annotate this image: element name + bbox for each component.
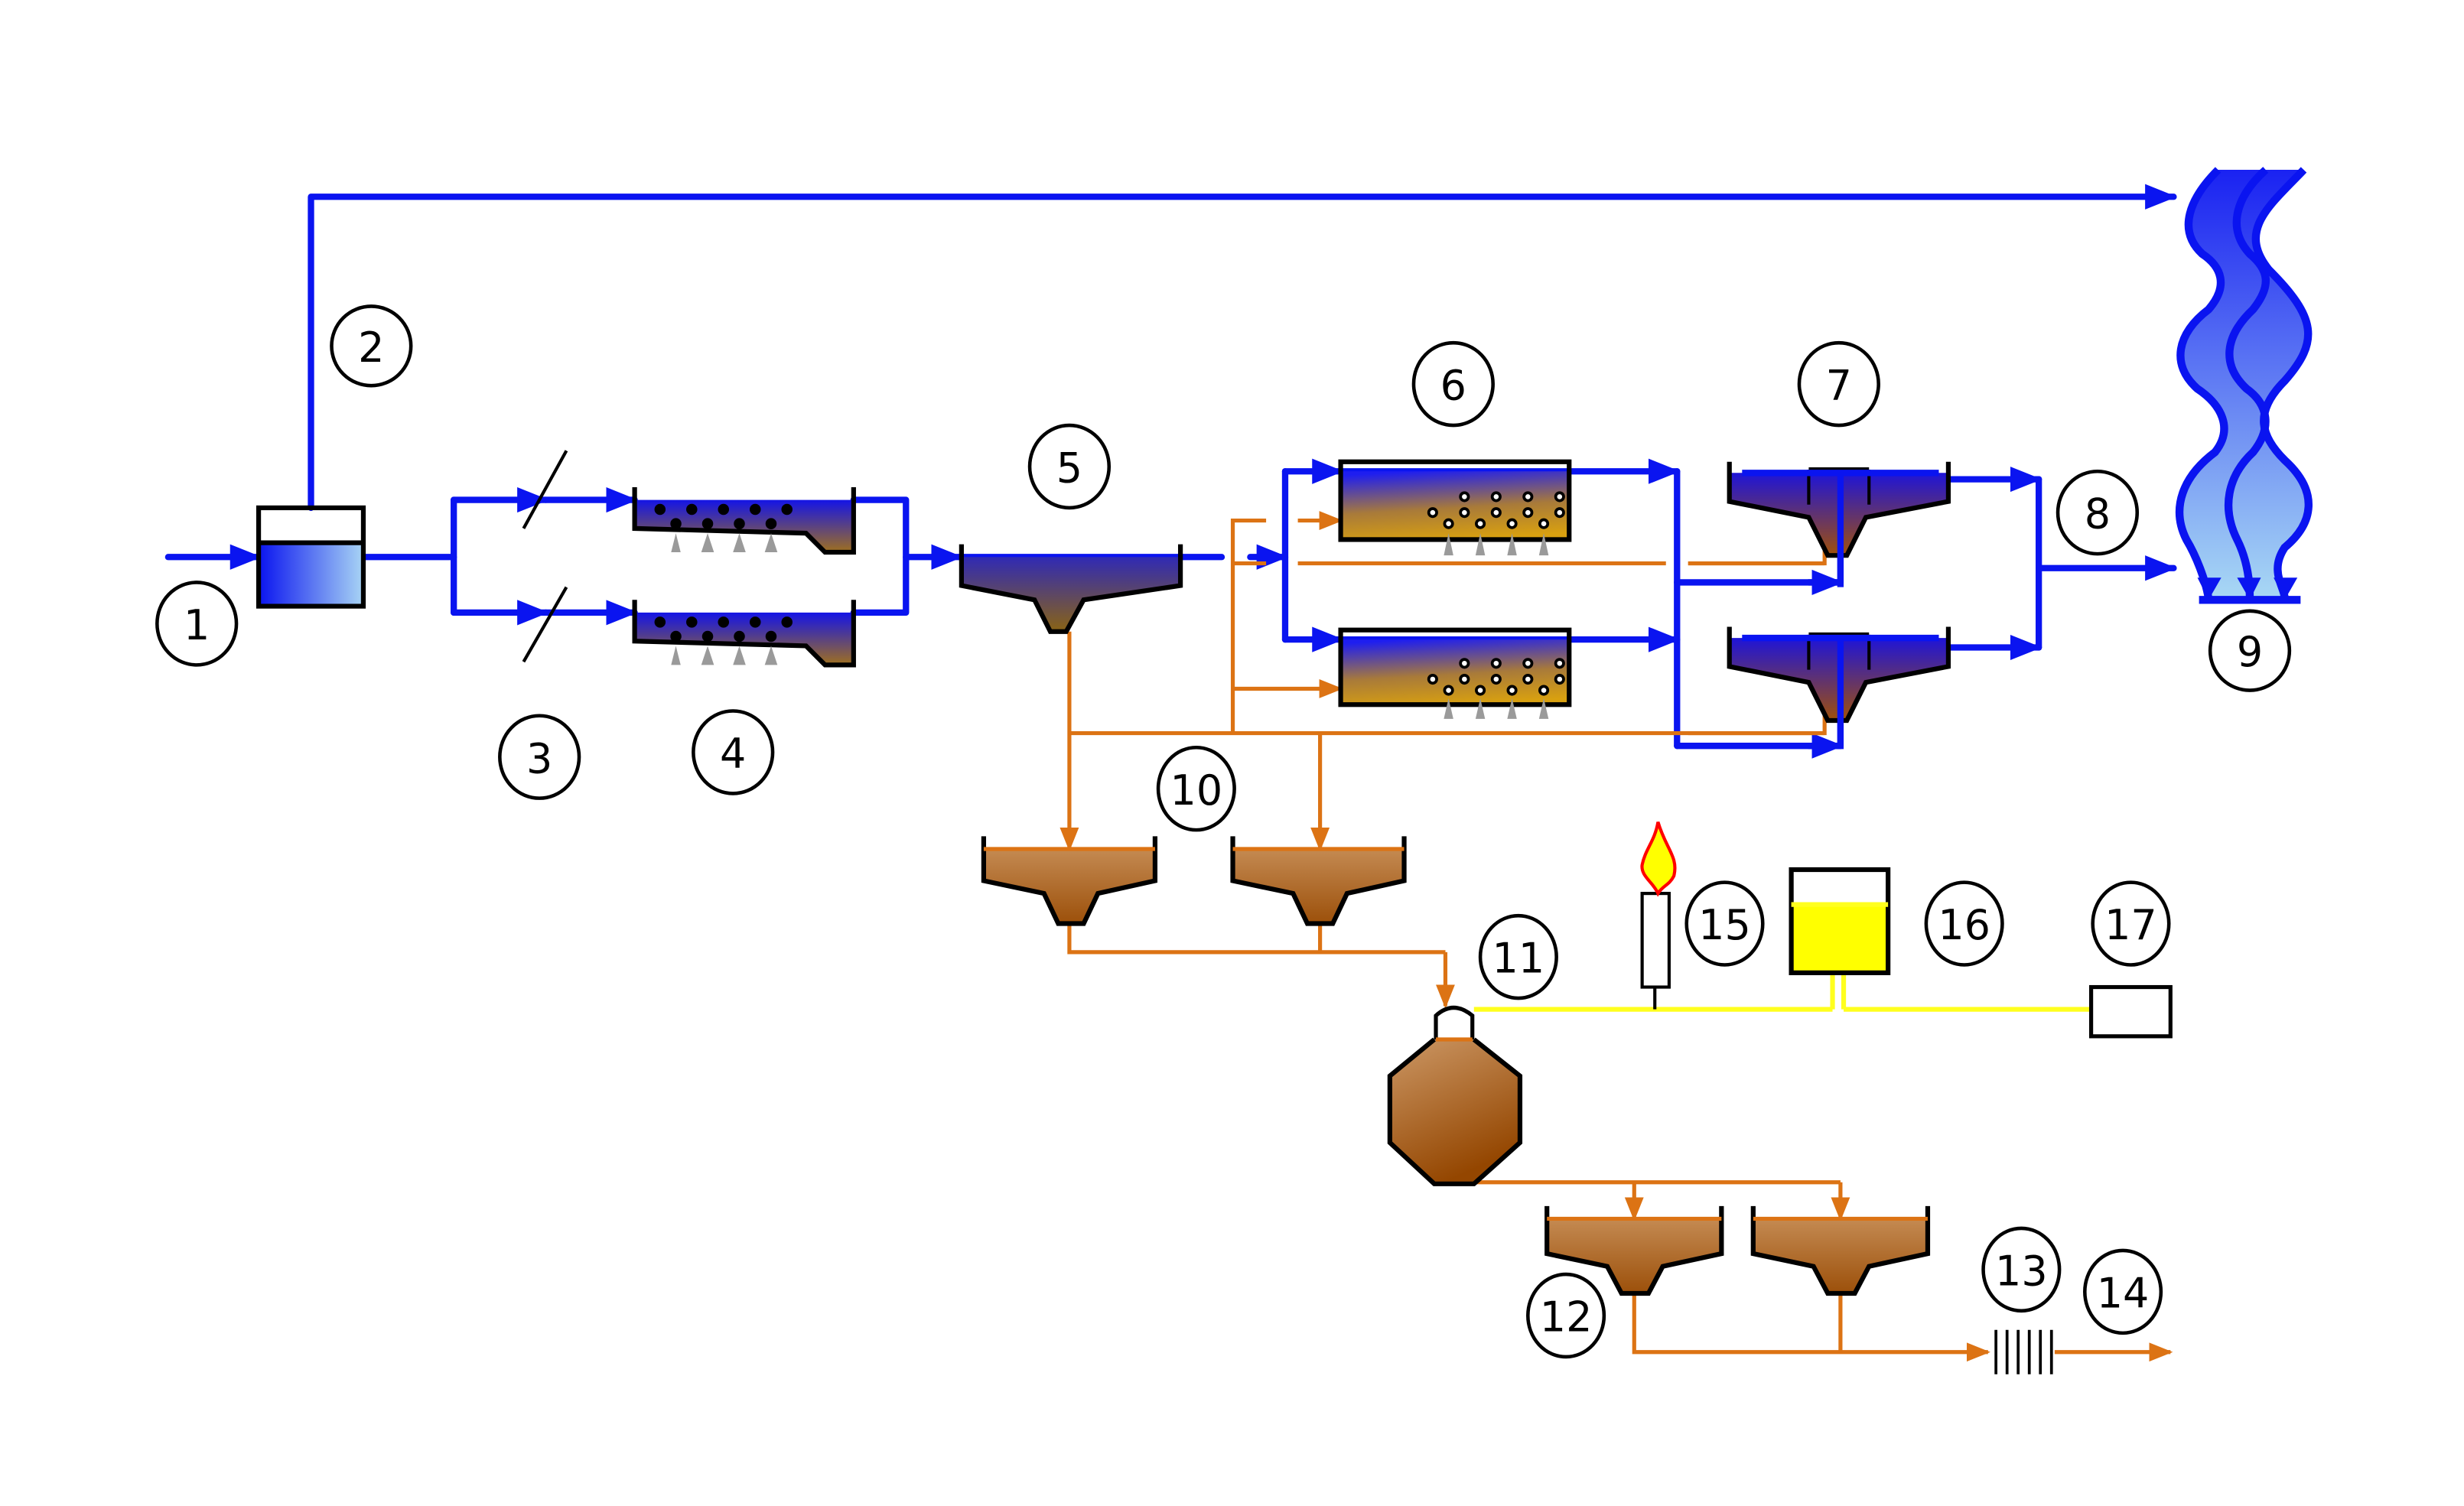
label-9: 9 xyxy=(2208,609,2292,692)
svg-text:3: 3 xyxy=(526,734,552,782)
ras-riser xyxy=(1230,518,1267,733)
svg-text:9: 9 xyxy=(2237,628,2263,676)
svg-text:4: 4 xyxy=(720,730,746,778)
anaerobic-digester xyxy=(1387,1005,1523,1186)
svg-text:16: 16 xyxy=(1938,901,1990,949)
svg-text:14: 14 xyxy=(2097,1269,2150,1317)
secondary-clarifier-bottom xyxy=(1727,626,1951,750)
digested-sludge-thickeners xyxy=(1544,1205,1931,1296)
post-thickener-left xyxy=(1544,1205,1724,1296)
svg-text:11: 11 xyxy=(1492,935,1545,983)
label-10: 10 xyxy=(1156,745,1236,832)
bypass-tank xyxy=(256,505,366,609)
label-12: 12 xyxy=(1526,1272,1606,1359)
label-1: 1 xyxy=(155,581,239,667)
aeration-tank-top xyxy=(1338,459,1572,556)
flame-icon xyxy=(1640,821,1677,897)
svg-text:17: 17 xyxy=(2104,901,2157,949)
label-11: 11 xyxy=(1478,913,1558,1000)
label-13: 13 xyxy=(1981,1226,2062,1313)
secondary-clarifiers xyxy=(1727,461,1951,750)
svg-text:1: 1 xyxy=(184,601,210,649)
label-4: 4 xyxy=(692,709,775,795)
label-6: 6 xyxy=(1411,340,1495,428)
label-3: 3 xyxy=(498,714,581,800)
svg-text:6: 6 xyxy=(1440,362,1466,410)
thickener-left xyxy=(981,836,1158,926)
svg-text:10: 10 xyxy=(1170,766,1223,815)
label-5: 5 xyxy=(1027,423,1112,510)
bar-screens xyxy=(522,450,568,663)
bypass-pipe xyxy=(308,184,2177,512)
thickener-right xyxy=(1230,836,1407,926)
label-16: 16 xyxy=(1924,880,2004,967)
label-2: 2 xyxy=(330,304,413,388)
dewatering-feed xyxy=(1632,1293,1990,1362)
unit-labels: 1 2 3 4 5 6 7 8 9 10 11 12 13 14 15 16 1… xyxy=(155,304,2292,1359)
svg-text:12: 12 xyxy=(1540,1293,1593,1342)
svg-text:7: 7 xyxy=(1826,362,1852,410)
grit-outlet-collector xyxy=(850,496,910,616)
aeration-tank-bottom xyxy=(1338,627,1572,719)
thickened-sludge-pipe xyxy=(1067,923,1446,955)
label-8: 8 xyxy=(2056,469,2140,556)
gas-flare xyxy=(1640,821,1677,989)
svg-text:13: 13 xyxy=(1995,1247,2048,1295)
grit-chamber-bottom xyxy=(632,600,856,668)
post-thickener-right xyxy=(1750,1205,1931,1296)
secondary-clarifier-top xyxy=(1727,461,1951,587)
svg-text:8: 8 xyxy=(2085,490,2111,538)
sludge-lines xyxy=(1059,511,2173,1362)
label-17: 17 xyxy=(2091,880,2171,967)
gas-holder xyxy=(1789,867,1891,975)
grit-chamber-top xyxy=(632,486,856,555)
label-14: 14 xyxy=(2083,1248,2163,1335)
dewatering-unit xyxy=(1994,1329,2053,1374)
sludge-thickeners xyxy=(981,836,1407,926)
river xyxy=(2176,167,2313,604)
svg-text:5: 5 xyxy=(1056,444,1082,493)
primary-clarifier xyxy=(959,544,1183,634)
gas-utilization-unit xyxy=(2089,984,2173,1039)
grit-chambers xyxy=(632,486,856,668)
svg-text:2: 2 xyxy=(358,324,384,372)
svg-text:15: 15 xyxy=(1698,901,1751,949)
label-7: 7 xyxy=(1797,340,1880,428)
label-15: 15 xyxy=(1684,880,1765,967)
aeration-tanks xyxy=(1338,459,1572,719)
biogas-lines xyxy=(1473,971,2091,1012)
